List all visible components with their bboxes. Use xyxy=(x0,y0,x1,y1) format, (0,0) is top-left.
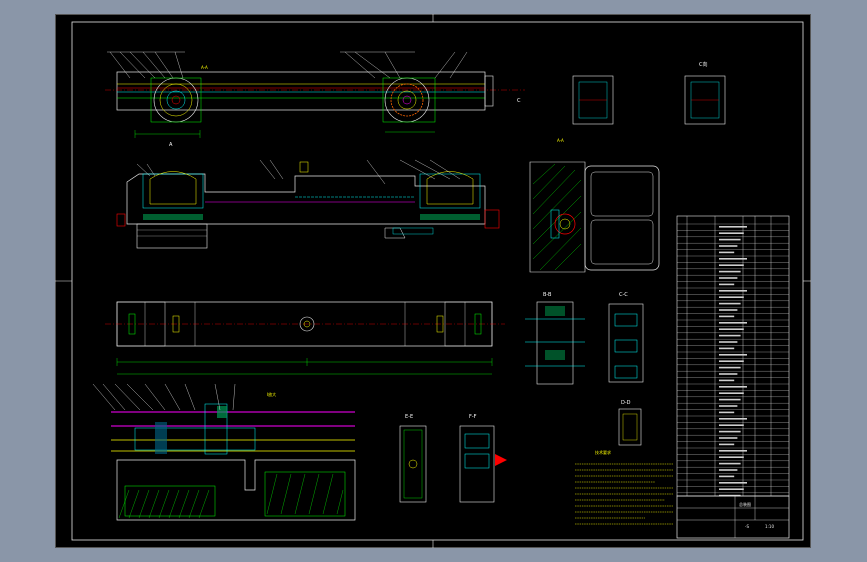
plan-note: A-A xyxy=(201,65,208,70)
section-ee-label: E-E xyxy=(405,414,413,420)
cad-drawing: A-A C A xyxy=(55,14,811,548)
parts-list-text-stub xyxy=(719,232,744,234)
parts-list-text-stub xyxy=(719,264,744,266)
zone-ticks xyxy=(55,14,811,548)
parts-list-text-stub xyxy=(719,386,747,388)
parts-list xyxy=(676,215,790,497)
tech-requirements: 技术要求 xyxy=(575,449,673,525)
parts-list-text-stub xyxy=(719,334,741,337)
elevation-view xyxy=(116,159,500,249)
title-block-name: 总装图 xyxy=(739,501,751,507)
parts-list-text-stub xyxy=(719,462,741,465)
parts-list-text-stub xyxy=(719,283,735,286)
section-aa-label: A-A xyxy=(557,138,564,143)
parts-list-text-stub xyxy=(719,309,738,311)
tech-title: 技术要求 xyxy=(595,449,611,455)
parts-list-text-stub xyxy=(719,411,735,414)
parts-list-text-stub xyxy=(719,328,744,330)
parts-list-text-stub xyxy=(719,290,747,292)
parts-list-text-stub xyxy=(719,405,738,407)
parts-list-text-stub xyxy=(719,398,741,401)
parts-list-text-stub xyxy=(719,354,747,356)
parts-list-text-stub xyxy=(719,418,747,420)
parts-list-text-stub xyxy=(719,366,741,369)
parts-list-text-stub xyxy=(719,373,738,375)
section-dd-label: D-D xyxy=(621,400,631,406)
parts-list-text-stub xyxy=(719,443,735,446)
parts-list-text-stub xyxy=(719,315,735,318)
section-cc-label: C-C xyxy=(619,292,628,298)
small-sections: B-B C-C D-D xyxy=(525,292,644,446)
gear-icon xyxy=(384,77,430,123)
parts-list-text-stub xyxy=(719,450,747,452)
cross-section-view: A-A xyxy=(529,138,660,273)
parts-list-text-stub xyxy=(719,322,747,324)
parts-list-text-stub xyxy=(719,226,747,228)
parts-list-text-stub xyxy=(719,347,735,350)
parts-list-text-stub xyxy=(719,251,735,254)
section-bb-label: B-B xyxy=(543,292,552,298)
parts-list-text-stub xyxy=(719,341,738,343)
parts-list-text-stub xyxy=(719,360,744,362)
parts-list-text-stub xyxy=(719,258,747,260)
parts-list-text-stub xyxy=(719,245,738,247)
gearbox-section: I放大 xyxy=(92,383,356,521)
parts-list-text-stub xyxy=(719,277,738,279)
drawing-sheet: A-A C A xyxy=(55,14,811,548)
parts-list-text-stub xyxy=(719,430,741,433)
plan-view: A-A C A xyxy=(105,51,525,148)
parts-list-text-stub xyxy=(719,456,744,458)
c-views: C向 xyxy=(572,61,726,125)
lower-plan-view xyxy=(105,301,505,375)
section-ff-label: F-F xyxy=(469,414,477,420)
parts-list-text-stub xyxy=(719,424,744,426)
view-c-label: C向 xyxy=(699,61,708,68)
section-details: E-E F-F xyxy=(399,414,507,503)
parts-list-text-stub xyxy=(719,296,744,298)
title-block: 总装图 -S 1:10 xyxy=(676,495,790,539)
parts-list-text-stub xyxy=(719,238,741,241)
drawing-number: -S xyxy=(745,524,749,529)
marker-a: A xyxy=(169,142,173,148)
parts-list-text-stub xyxy=(719,469,738,471)
drawing-frame xyxy=(71,21,804,541)
scale-note: 1:10 xyxy=(765,524,774,529)
wheel-icon xyxy=(153,77,199,123)
parts-list-text-stub xyxy=(719,494,741,497)
marker-c: C xyxy=(517,98,521,104)
detail-i-label: I放大 xyxy=(267,391,276,397)
parts-list-text-stub xyxy=(719,488,744,490)
parts-list-text-stub xyxy=(719,482,747,484)
parts-list-text-stub xyxy=(719,379,735,382)
parts-list-text-stub xyxy=(719,475,735,478)
parts-list-text-stub xyxy=(719,270,741,273)
parts-list-text-stub xyxy=(719,392,744,394)
parts-list-text-stub xyxy=(719,437,738,439)
parts-list-text-stub xyxy=(719,302,741,305)
